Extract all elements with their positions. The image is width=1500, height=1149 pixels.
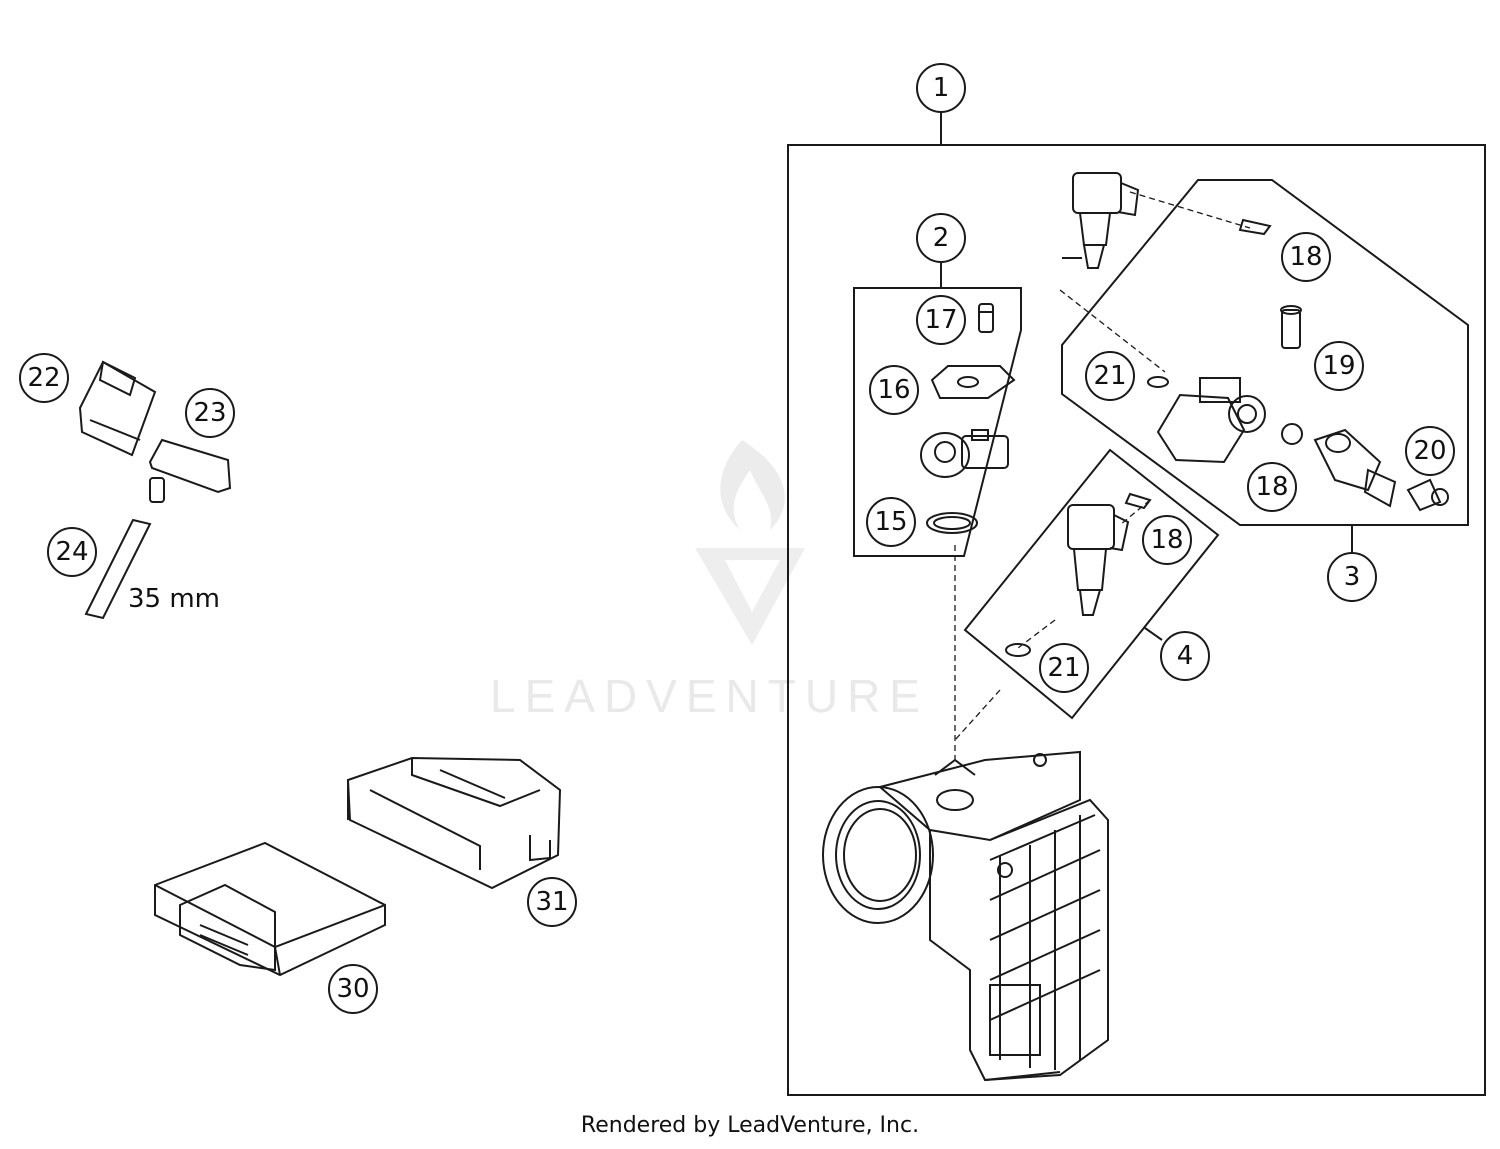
callout-16-label: 16 (877, 375, 910, 405)
part-21-seal-a (1147, 376, 1169, 388)
part-18-washer-a (1238, 218, 1272, 236)
part-30-ecu (154, 841, 386, 977)
callout-30 (328, 964, 378, 1014)
assembly-1-frame (787, 144, 1486, 1096)
callout-21b-label: 21 (1047, 653, 1080, 683)
assembly-4-frame (963, 448, 1220, 720)
callout-3-label: 3 (1344, 562, 1361, 592)
injector-holder (1156, 377, 1266, 464)
callout-23 (185, 388, 235, 438)
callout-18c-label: 18 (1150, 525, 1183, 555)
callout-1 (916, 63, 966, 113)
callout-16 (869, 365, 919, 415)
throttle-body (822, 750, 1109, 1082)
callout-4 (1160, 631, 1210, 681)
callout-19 (1314, 341, 1364, 391)
callout-24 (47, 527, 97, 577)
part-24-hose (84, 518, 152, 620)
callout-15-label: 15 (874, 507, 907, 537)
assembly-2-frame (853, 287, 1022, 557)
callout-17-label: 17 (924, 305, 957, 335)
callout-21a-label: 21 (1093, 361, 1126, 391)
callout-18b (1247, 462, 1297, 512)
part-22-connector (78, 360, 157, 457)
watermark: LEADVENTURE (490, 440, 929, 722)
callout-22 (19, 353, 69, 403)
callout-2 (916, 213, 966, 263)
part-15-o-ring (926, 512, 978, 534)
watermark-v-icon (695, 548, 805, 645)
callout-18c (1142, 515, 1192, 565)
callout-3 (1327, 552, 1377, 602)
callout-18a-label: 18 (1289, 242, 1322, 272)
part-18-washer-c (1124, 492, 1152, 510)
footer-credit: Rendered by LeadVenture, Inc. (580, 1113, 920, 1138)
callout-31 (527, 877, 577, 927)
callout-18a (1281, 232, 1331, 282)
part-16-bracket (930, 365, 1016, 399)
assembly-3-frame (1061, 179, 1469, 526)
injector-upper (1062, 172, 1140, 269)
part-31-bracket (346, 756, 562, 890)
callout-24-label: 24 (55, 537, 88, 567)
callout-4-label: 4 (1177, 641, 1194, 671)
part-20-fitting (1406, 478, 1449, 512)
part-17-screw (978, 303, 994, 333)
injector-lower (1067, 504, 1130, 616)
callout-15 (866, 497, 916, 547)
callout-17 (916, 295, 966, 345)
callout-2-label: 2 (933, 223, 950, 253)
part-21-seal-b (1005, 643, 1031, 657)
callout-30-label: 30 (336, 974, 369, 1004)
part-18-washer-b (1281, 423, 1303, 445)
callout-22-label: 22 (27, 363, 60, 393)
hose-length-label: 35 mm (128, 584, 220, 614)
callout-20-label: 20 (1413, 436, 1446, 466)
callout-19-label: 19 (1322, 351, 1355, 381)
part-19-pin (1280, 305, 1302, 349)
watermark-brand: LEADVENTURE (490, 670, 929, 722)
callout-23-label: 23 (193, 398, 226, 428)
callout-1-label: 1 (933, 73, 950, 103)
callout-31-label: 31 (535, 887, 568, 917)
part-23-sensor (148, 438, 232, 503)
watermark-flame-icon (720, 440, 785, 530)
pressure-sensor (920, 429, 1009, 478)
callout-20 (1405, 426, 1455, 476)
callout-21a (1085, 351, 1135, 401)
pressure-regulator (1313, 428, 1397, 508)
callout-18b-label: 18 (1255, 472, 1288, 502)
callout-21b (1039, 643, 1089, 693)
